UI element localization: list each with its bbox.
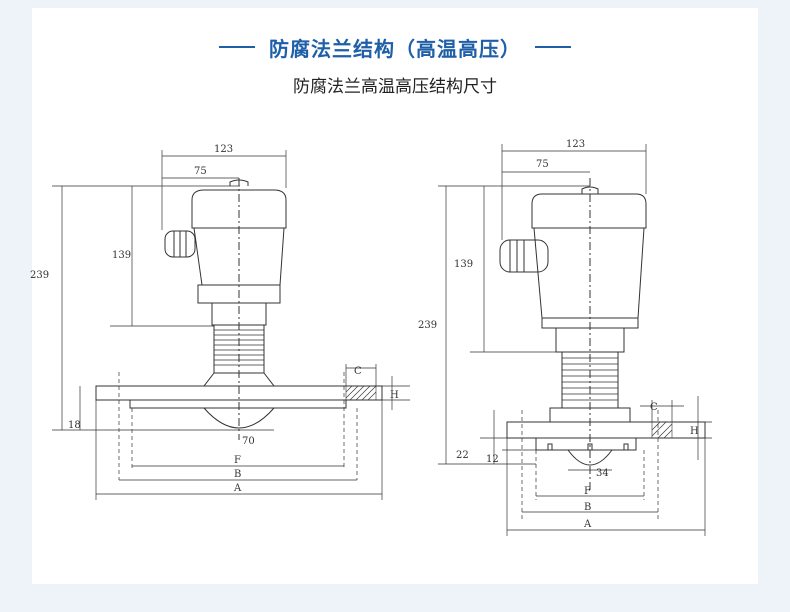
right-dim-123: 123 xyxy=(566,139,585,150)
left-dim-139: 139 xyxy=(112,250,131,261)
right-dish xyxy=(567,449,613,466)
section-subtitle: 防腐法兰高温高压结构尺寸 xyxy=(293,77,497,97)
title-left-rule xyxy=(219,46,255,48)
right-label-c: C xyxy=(650,402,658,413)
left-dish xyxy=(203,407,275,429)
right-dim-34: 34 xyxy=(596,468,609,479)
left-dim-70: 70 xyxy=(242,436,255,447)
right-extension-lines xyxy=(521,410,659,522)
left-bellows xyxy=(213,324,265,374)
right-dim-75: 75 xyxy=(536,159,549,170)
right-label-f: F xyxy=(584,486,591,497)
left-dim-18: 18 xyxy=(68,420,81,431)
left-bolt-hatch xyxy=(345,385,377,401)
left-dimension-lines xyxy=(52,150,410,500)
right-bolt-left xyxy=(547,443,553,451)
left-drawing: 123 75 139 239 18 70 F B A C H xyxy=(30,144,410,500)
left-label-b: B xyxy=(234,469,241,480)
left-label-c: C xyxy=(354,366,362,377)
right-label-b: B xyxy=(584,502,591,513)
title-right-rule xyxy=(535,46,571,48)
section-header: 防腐法兰结构（高温高压） xyxy=(0,30,790,64)
right-bolt-right xyxy=(623,443,629,451)
left-label-h: H xyxy=(390,390,399,401)
right-bellows-ribs xyxy=(562,357,618,401)
right-drawing: 123 75 139 239 22 12 34 F B A C H xyxy=(418,139,712,536)
right-dim-139: 139 xyxy=(454,259,473,270)
left-dim-123: 123 xyxy=(214,144,233,155)
left-dim-75: 75 xyxy=(194,166,207,177)
right-dimension-lines xyxy=(438,144,712,536)
left-extension-lines xyxy=(118,372,358,480)
right-dim-22: 22 xyxy=(456,450,469,461)
right-dim-239: 239 xyxy=(418,320,437,331)
right-label-h: H xyxy=(690,426,699,437)
right-housing-top xyxy=(531,193,647,229)
left-vent-cap xyxy=(229,179,249,186)
right-dim-12: 12 xyxy=(486,454,499,465)
left-dim-239: 239 xyxy=(30,270,49,281)
right-bolt-hatch xyxy=(651,421,673,439)
section-title: 防腐法兰结构（高温高压） xyxy=(269,36,521,61)
right-bolt-mid xyxy=(587,443,593,451)
content-card xyxy=(32,8,758,584)
right-housing-body xyxy=(533,227,645,319)
left-bellows-ribs xyxy=(214,329,264,366)
right-label-a: A xyxy=(583,519,592,530)
right-flange xyxy=(506,421,706,439)
right-vent-cap xyxy=(581,186,599,194)
left-label-f: F xyxy=(234,455,241,466)
left-label-a: A xyxy=(233,483,242,494)
left-housing-top xyxy=(191,189,287,229)
right-gasket xyxy=(535,437,637,451)
left-gasket xyxy=(129,399,347,409)
